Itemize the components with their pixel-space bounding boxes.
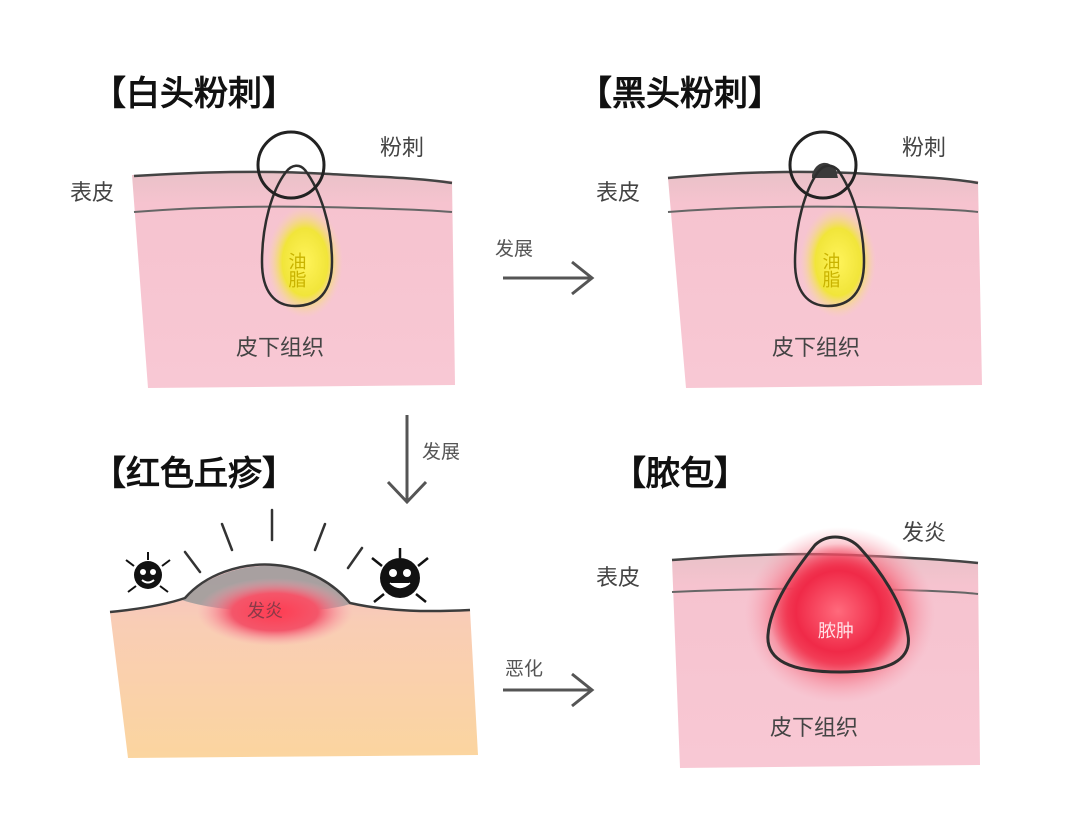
whitehead-title: 【白头粉刺】 [92, 74, 296, 114]
papule-surface-line [109, 563, 471, 614]
whitehead-comedo-label: 粉刺 [380, 136, 424, 161]
pustule-subcutis-label: 皮下组织 [770, 716, 858, 741]
blackhead-highlight-circle [788, 130, 858, 200]
arrow-develop-down: 发展 [386, 415, 460, 505]
papule-inflammation-label: 发炎 [247, 601, 283, 622]
bacteria-left-icon [125, 552, 171, 593]
blackhead-pore-outline [793, 164, 866, 308]
blackhead-epidermis-label: 表皮 [596, 181, 640, 206]
papule-radiating-lines [183, 508, 364, 574]
panel-whitehead: 【白头粉刺】 油脂 表皮 粉刺 皮下组织 [70, 74, 455, 388]
arrow-worsen-label: 恶化 [505, 658, 543, 680]
whitehead-sebum-label: 油脂 [286, 252, 307, 288]
bacteria-right-icon [371, 548, 429, 603]
blackhead-dermis-line [667, 205, 979, 213]
pustule-epidermis-label: 表皮 [596, 566, 640, 591]
papule-inflamed-glow [197, 578, 353, 646]
whitehead-epidermis-label: 表皮 [70, 181, 114, 206]
whitehead-subcutis-label: 皮下组织 [236, 336, 324, 361]
arrow-develop-right-label: 发展 [495, 238, 533, 260]
pustule-pus-label: 脓肿 [818, 621, 854, 642]
papule-title: 【红色丘疹】 [92, 454, 296, 494]
pustule-inflammation-label: 发炎 [902, 521, 946, 546]
arrow-develop-down-label: 发展 [422, 441, 460, 463]
pustule-title: 【脓包】 [612, 454, 748, 494]
whitehead-pore-outline [260, 164, 334, 308]
whitehead-highlight-circle [256, 130, 326, 200]
arrow-worsen: 恶化 [503, 658, 595, 708]
blackhead-comedo-label: 粉刺 [902, 136, 946, 161]
blackhead-title: 【黑头粉刺】 [578, 74, 782, 114]
pustule-abscess [766, 535, 910, 674]
panel-blackhead: 【黑头粉刺】 油脂 表皮 粉刺 皮下组织 [578, 74, 982, 388]
blackhead-subcutis-label: 皮下组织 [772, 336, 860, 361]
panel-papule: 【红色丘疹】 发炎 [92, 454, 478, 758]
whitehead-dermis-line [133, 205, 453, 213]
arrow-develop-right: 发展 [495, 238, 595, 296]
panel-pustule: 【脓包】 脓肿 表皮 发炎 皮下组织 [596, 454, 980, 768]
whitehead-sebum-glow [267, 206, 343, 318]
blackhead-sebum-label: 油脂 [820, 252, 841, 288]
